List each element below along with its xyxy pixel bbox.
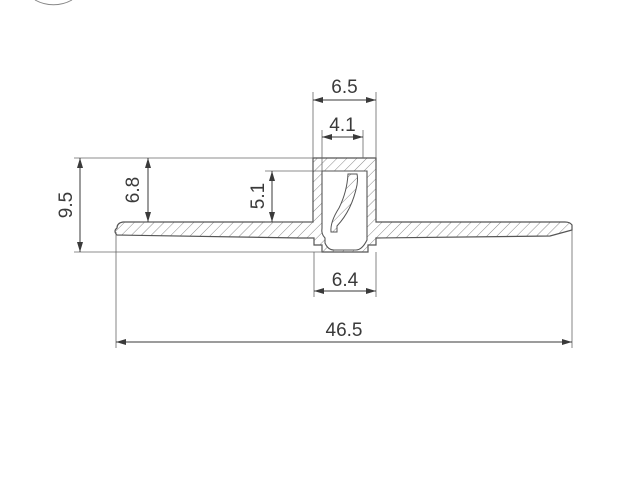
arrow-right xyxy=(366,97,376,103)
arrow-up xyxy=(145,158,151,168)
arrow-left xyxy=(116,339,126,345)
arrow-left xyxy=(322,134,332,140)
arrow-down xyxy=(77,242,83,252)
dim-label-inner-depth: 5.1 xyxy=(248,183,269,209)
dim-label-bottom-width: 6.4 xyxy=(332,270,359,291)
corner-circle xyxy=(34,0,73,6)
dim-label-channel-height: 6.8 xyxy=(123,177,144,203)
arrow-left xyxy=(313,97,323,103)
arrow-down xyxy=(145,212,151,222)
dim-label-overall-width: 46.5 xyxy=(326,320,363,341)
arrow-down xyxy=(269,212,275,222)
arrow-up xyxy=(77,158,83,168)
arrow-right xyxy=(562,339,572,345)
dim-label-top-width: 6.5 xyxy=(331,77,357,98)
arrow-left xyxy=(314,288,324,294)
arrow-right xyxy=(366,288,376,294)
arrow-right xyxy=(353,134,363,140)
arrow-up xyxy=(269,171,275,181)
dim-label-inner-opening: 4.1 xyxy=(329,115,355,136)
dim-label-total-height: 9.5 xyxy=(56,192,77,218)
inner-curve xyxy=(330,173,358,233)
